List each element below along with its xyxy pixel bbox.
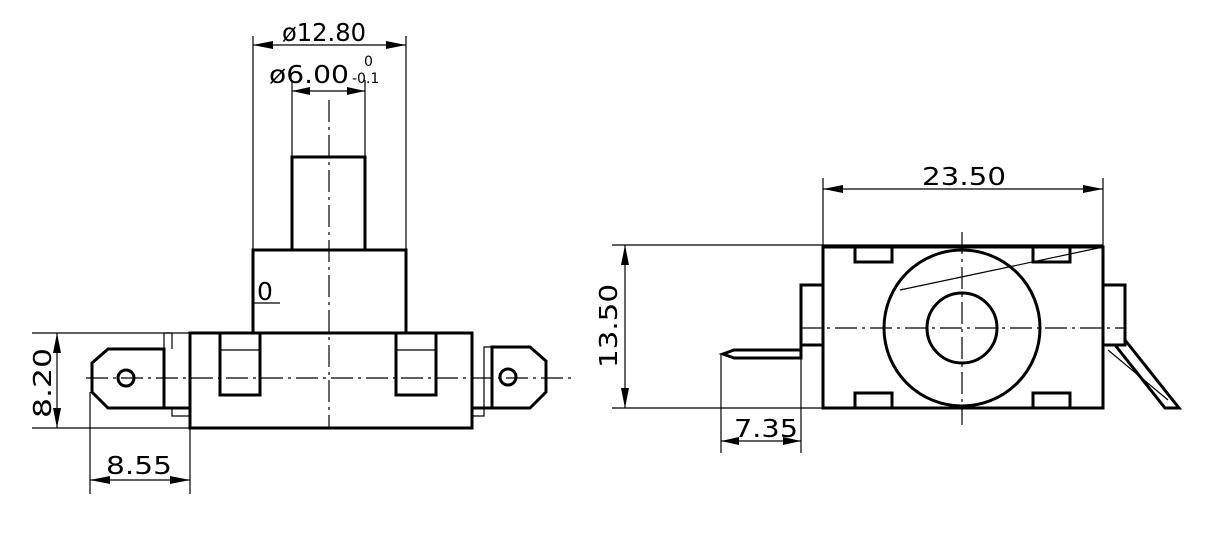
left-terminal-clip [163,332,190,417]
left-clip [799,283,825,347]
side-body [188,331,474,430]
right-terminal-clip [472,346,492,417]
right-clip [1101,283,1127,347]
dim-13-50-arrow-top [621,245,629,265]
dim-12-80-label: ø12.80 [282,18,366,47]
dim-23-50-arrow-left [823,185,843,193]
dim-13-50-label: 13.50 [594,284,623,368]
pad-top-left [853,245,894,264]
dim-7-35-arrow-left [721,437,739,445]
dim-13-50-arrow-bottom [621,388,629,408]
dim-8-20-label: 8.20 [28,348,57,418]
dim-8-55-label: 8.55 [106,451,172,480]
left-bent-terminal [718,345,803,360]
dim-7-35-arrow-right [783,437,801,445]
right-terminal-tab [472,345,548,410]
right-bent-terminal [1113,339,1183,410]
dim-8-20-arrow-bottom [53,408,61,428]
dim-6-00-label: ø6.00 [269,60,349,89]
dim-8-55-arrow-right [170,476,190,484]
pad-bottom-left [853,391,894,410]
dim-6-00-arrow-right [347,87,365,95]
dim-12-80-arrow-right [386,41,406,49]
dim-6-00-tol-upper: 0 [364,54,373,70]
dim-8-55-arrow-left [90,476,110,484]
pad-bottom-right [1031,391,1072,410]
dim-7-35-label: 7.35 [734,414,798,443]
left-terminal-tab [90,347,190,410]
right-terminal-hole [498,367,518,387]
side-mark-label: 0 [257,277,273,306]
side-view: ø12.80 ø6.00 0 -0.1 0 8.20 8.55 [28,18,575,494]
dim-23-50-label: 23.50 [922,162,1006,191]
dim-12-80-arrow-left [253,41,273,49]
dim-6-00-arrow-left [292,87,310,95]
dim-23-50-arrow-right [1083,185,1103,193]
right-terminal-inner-line [1107,349,1169,401]
side-window-left [218,333,262,397]
side-window-right [394,333,438,397]
dim-8-20-arrow-top [53,333,61,353]
dim-6-00-tol-lower: -0.1 [352,71,379,87]
top-diagonal-line [899,246,1104,291]
pad-top-right [1031,245,1072,264]
top-view: 23.50 13.50 7.35 [594,162,1183,453]
